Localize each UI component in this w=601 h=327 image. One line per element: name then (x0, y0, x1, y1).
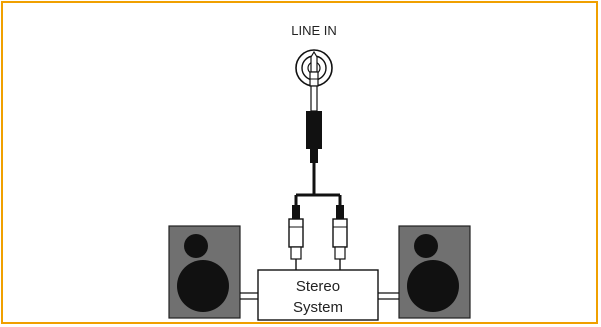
stereo-system-box: Stereo System (240, 269, 399, 321)
speaker-icon (168, 225, 241, 319)
speaker-icon (398, 225, 471, 319)
y-cable (294, 163, 342, 205)
stereo-plug-icon (306, 71, 322, 163)
stereo-box-label-line1: Stereo (296, 278, 340, 295)
rca-plug-icon (332, 205, 348, 270)
stereo-box-label-line2: System (293, 299, 343, 316)
line-in-label: LINE IN (291, 23, 337, 38)
rca-plug-icon (288, 205, 304, 270)
